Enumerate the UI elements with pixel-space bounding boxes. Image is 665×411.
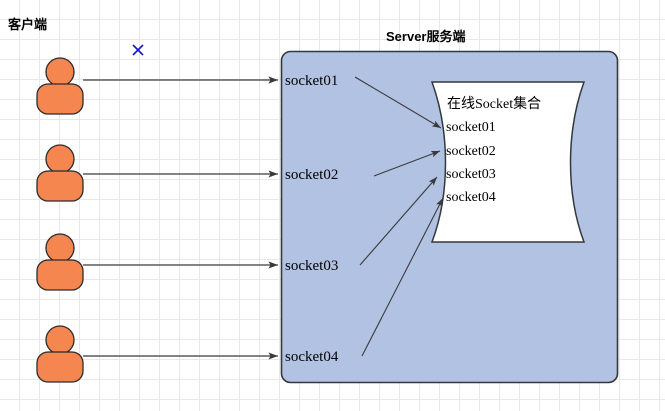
connector-socket04-to-collection-item4 xyxy=(361,197,444,357)
connector-socket02-to-collection-item2 xyxy=(373,150,441,177)
socket-collection-item-2: socket02 xyxy=(446,144,496,159)
server-socket-endpoint-4-label: socket04 xyxy=(285,349,339,365)
client-actor-1-icon xyxy=(36,57,84,115)
client-actor-3-icon xyxy=(36,233,84,291)
socket-collection-item-1: socket01 xyxy=(446,120,496,135)
server-socket-endpoint-1-label: socket01 xyxy=(285,73,339,89)
cursor-x-icon xyxy=(132,44,144,56)
socket-collection-shape xyxy=(430,81,586,243)
client-actor-2-icon xyxy=(36,144,84,202)
connector-socket03-to-collection-item3 xyxy=(359,176,438,266)
socket-collection-item-4: socket04 xyxy=(446,190,496,205)
socket-collection-item-3: socket03 xyxy=(446,167,496,182)
socket-collection-title: 在线Socket集合 xyxy=(447,97,542,112)
server-section-title: Server服务端 xyxy=(386,29,466,44)
client-section-title: 客户端 xyxy=(8,17,48,32)
connector-socket01-to-collection-item1 xyxy=(354,76,442,129)
client-actor-4-icon xyxy=(36,325,84,383)
server-socket-endpoint-2-label: socket02 xyxy=(285,167,339,183)
server-socket-endpoint-3-label: socket03 xyxy=(285,258,339,274)
